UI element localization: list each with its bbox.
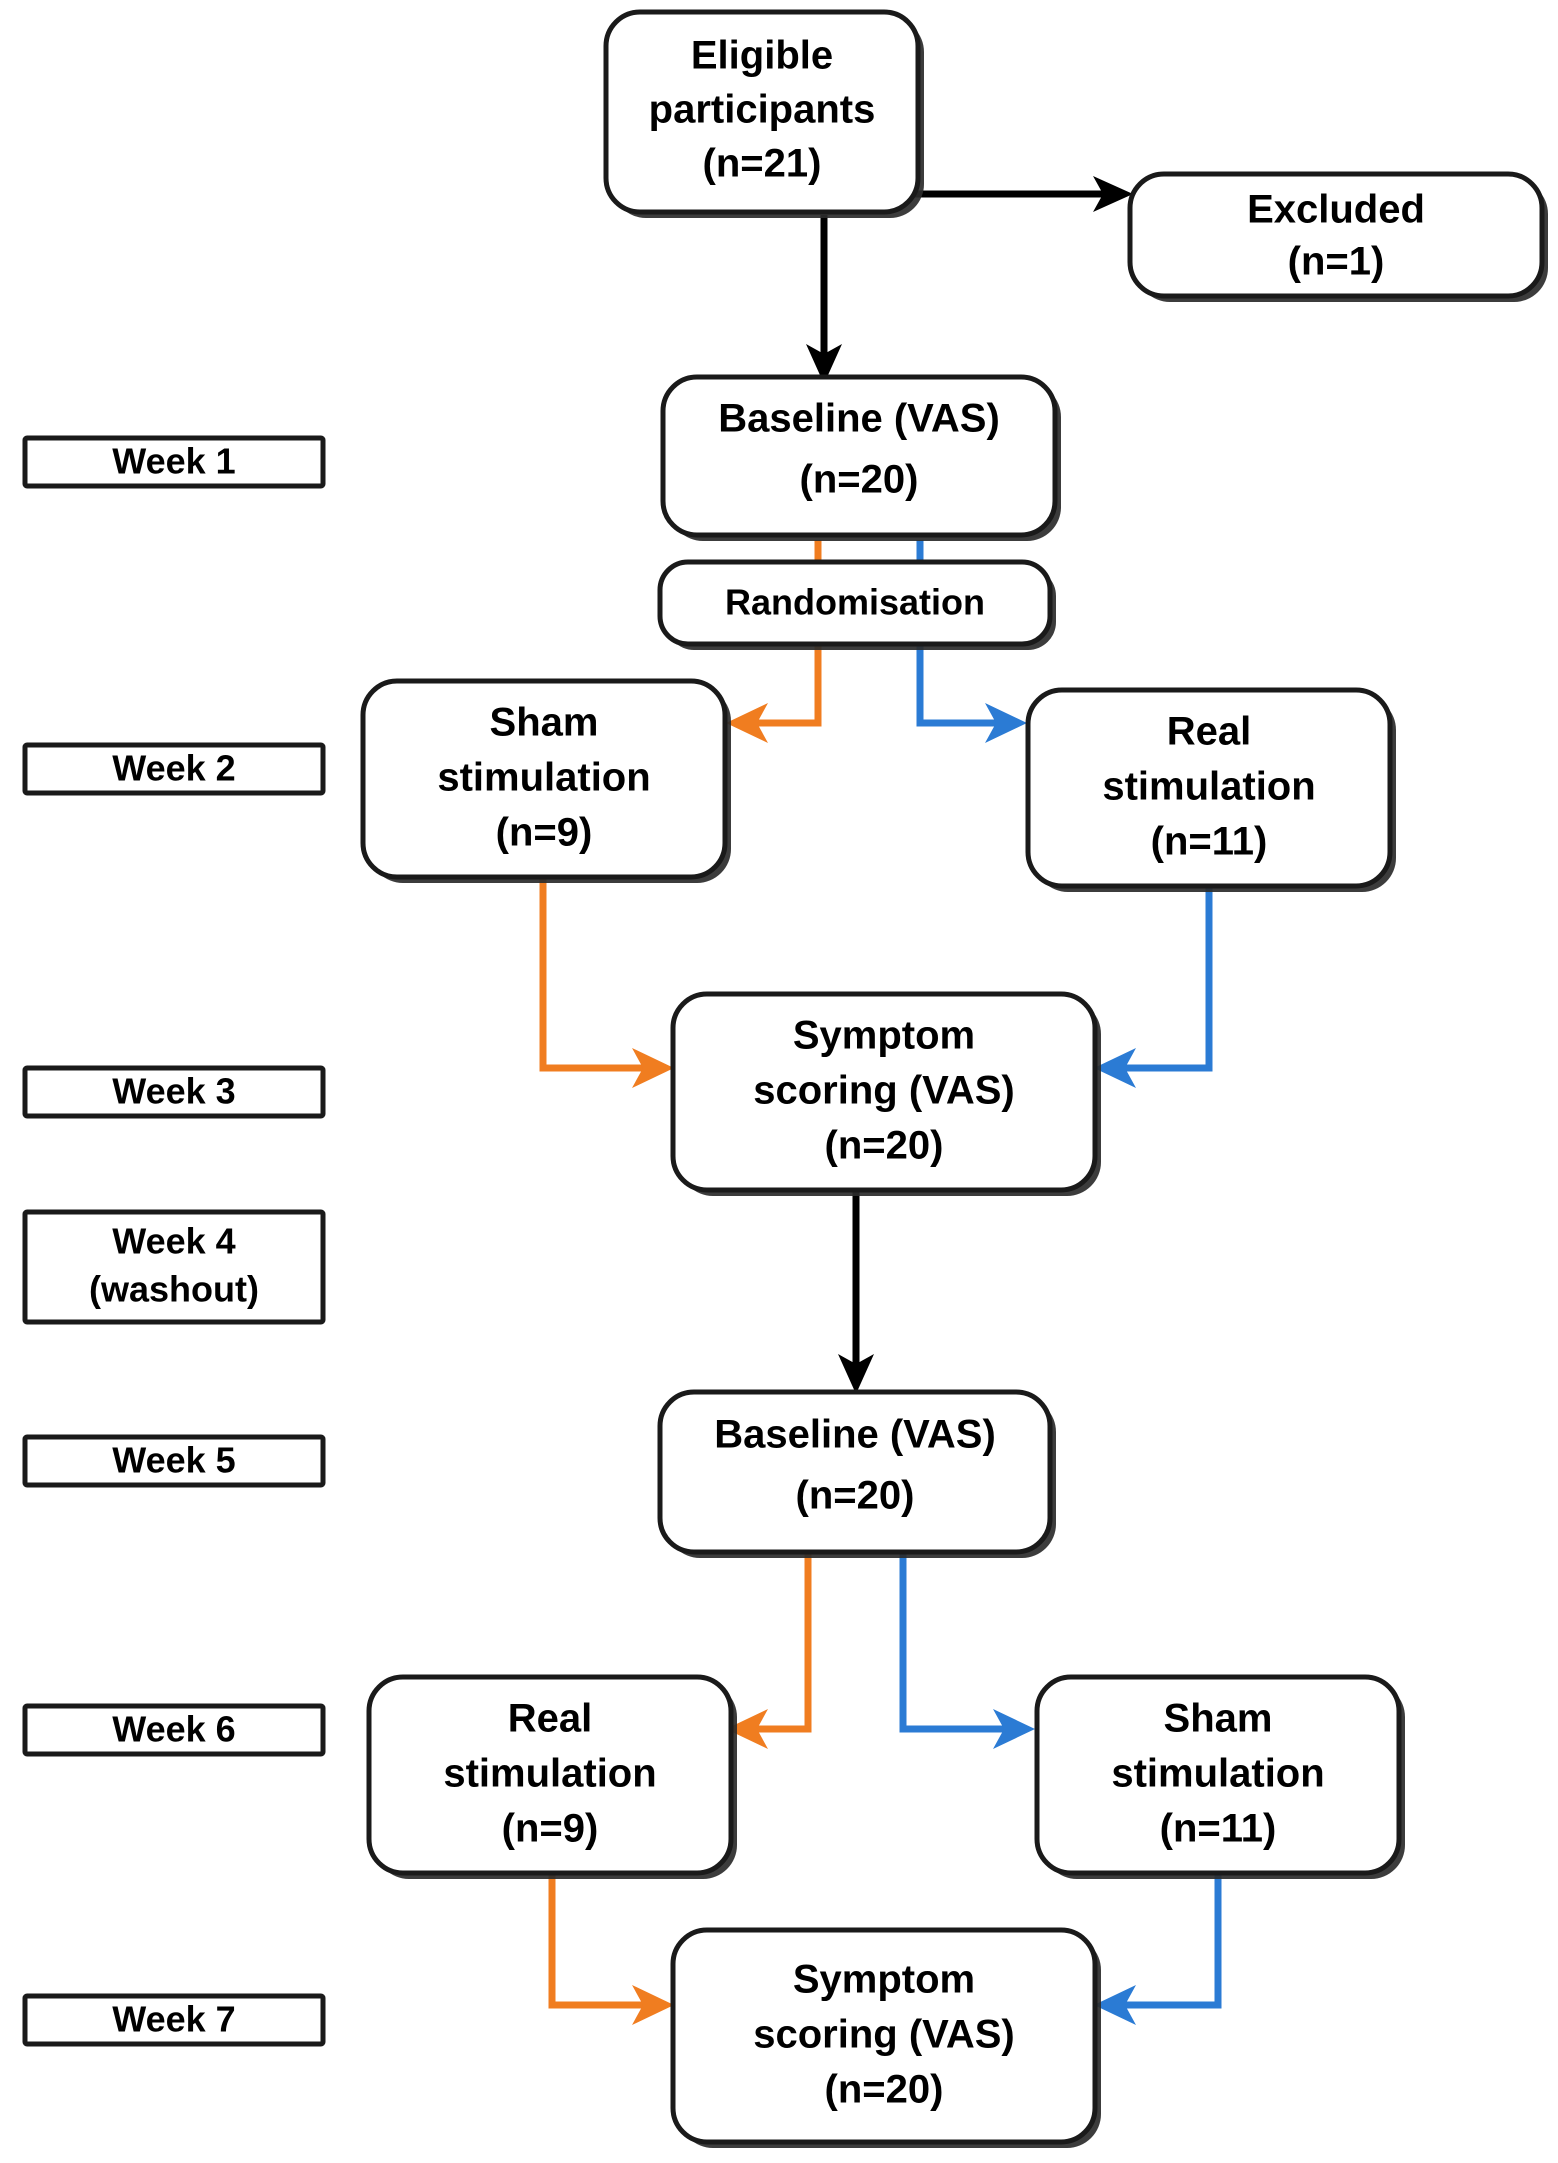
baseline2-line2: (n=20) — [796, 1474, 915, 1518]
week6-label: Week 6 — [112, 1709, 235, 1750]
week2-label: Week 2 — [112, 748, 235, 789]
real1-line3: (n=11) — [1151, 820, 1268, 864]
week4-label-line2: (washout) — [89, 1269, 259, 1310]
node-symptom-scoring-2: Symptom scoring (VAS) (n=20) — [670, 1927, 1101, 2148]
real1-line2: stimulation — [1102, 765, 1315, 809]
sham1-line3: (n=9) — [496, 811, 593, 855]
week-label-week4-washout: Week 4 (washout) — [22, 1209, 326, 1325]
real2-line1: Real — [508, 1697, 593, 1741]
eligible-line3: (n=21) — [703, 142, 822, 186]
eligible-line1: Eligible — [691, 34, 833, 78]
week5-label: Week 5 — [112, 1440, 235, 1481]
symptom2-line3: (n=20) — [825, 2068, 944, 2112]
baseline1-line1: Baseline (VAS) — [718, 397, 1000, 441]
sham2-line3: (n=11) — [1160, 1807, 1277, 1851]
week4-label-line1: Week 4 — [112, 1221, 235, 1262]
symptom1-line3: (n=20) — [825, 1124, 944, 1168]
week-label-week1: Week 1 — [22, 435, 326, 489]
connector-sham2-to-symptom2 — [1094, 1872, 1222, 2025]
connector-real1-to-symptom1 — [1094, 885, 1213, 1088]
node-baseline-1: Baseline (VAS) (n=20) — [660, 374, 1061, 541]
excluded-line1: Excluded — [1247, 188, 1425, 232]
baseline2-line1: Baseline (VAS) — [714, 1413, 996, 1457]
connector-real2-to-symptom2 — [548, 1872, 674, 2025]
symptom2-line2: scoring (VAS) — [753, 2013, 1015, 2057]
real2-line3: (n=9) — [502, 1807, 599, 1851]
node-real-stimulation-1: Real stimulation (n=11) — [1025, 687, 1396, 892]
node-randomisation: Randomisation — [657, 559, 1056, 650]
sham2-line2: stimulation — [1111, 1752, 1324, 1796]
week7-label: Week 7 — [112, 1999, 235, 2040]
node-sham-stimulation-2: Sham stimulation (n=11) — [1034, 1674, 1405, 1879]
excluded-line2: (n=1) — [1288, 240, 1385, 284]
node-sham-stimulation-1: Sham stimulation (n=9) — [360, 678, 731, 883]
connector-randomisation-to-sham1 — [726, 645, 822, 743]
connector-sham1-to-symptom1 — [539, 876, 674, 1088]
week3-label: Week 3 — [112, 1071, 235, 1112]
connector-randomisation-to-real1 — [916, 645, 1027, 743]
symptom1-line2: scoring (VAS) — [753, 1069, 1015, 1113]
real2-line2: stimulation — [443, 1752, 656, 1796]
node-excluded: Excluded (n=1) — [1127, 171, 1548, 302]
node-baseline-2: Baseline (VAS) (n=20) — [657, 1389, 1056, 1558]
week-label-week3: Week 3 — [22, 1065, 326, 1119]
week-label-week5: Week 5 — [22, 1434, 326, 1488]
connector-baseline2-to-real2 — [726, 1552, 812, 1749]
connector-eligible-to-baseline1 — [806, 215, 842, 384]
week1-label: Week 1 — [112, 441, 235, 482]
node-eligible-participants: Eligible participants (n=21) — [603, 9, 924, 218]
week-label-week7: Week 7 — [22, 1993, 326, 2047]
baseline1-line2: (n=20) — [800, 458, 919, 502]
sham1-line1: Sham — [490, 701, 599, 745]
node-real-stimulation-2: Real stimulation (n=9) — [366, 1674, 737, 1879]
eligible-line2: participants — [649, 88, 876, 132]
randomisation-line1: Randomisation — [725, 582, 985, 623]
connector-baseline2-to-sham2 — [899, 1552, 1035, 1749]
sham1-line2: stimulation — [437, 756, 650, 800]
connector-symptom1-to-baseline2 — [838, 1190, 874, 1394]
week-label-week2: Week 2 — [22, 742, 326, 796]
real1-line1: Real — [1167, 710, 1252, 754]
symptom1-line1: Symptom — [793, 1014, 975, 1058]
week-label-week6: Week 6 — [22, 1703, 326, 1757]
node-symptom-scoring-1: Symptom scoring (VAS) (n=20) — [670, 991, 1101, 1196]
symptom2-line1: Symptom — [793, 1958, 975, 2002]
sham2-line1: Sham — [1164, 1697, 1273, 1741]
